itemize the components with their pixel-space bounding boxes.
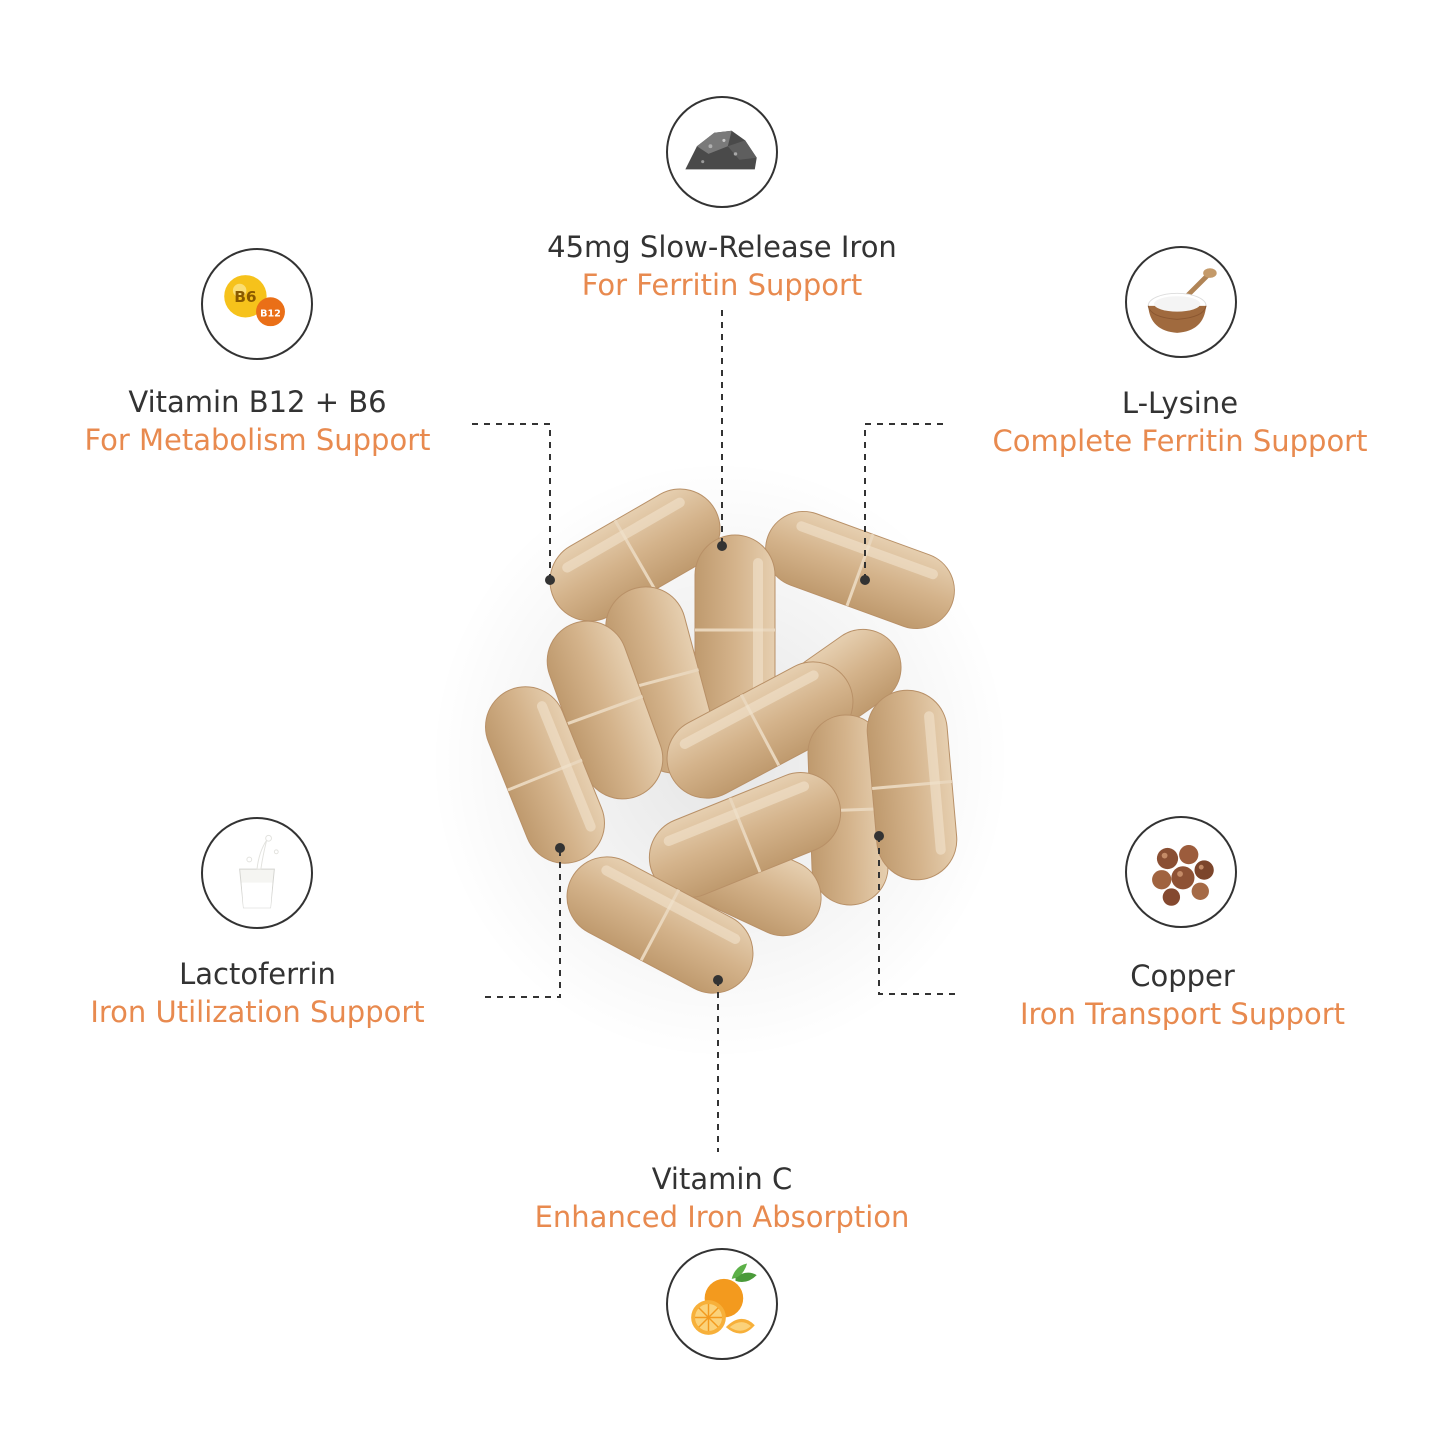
ingredient-name: Vitamin C: [651, 1162, 793, 1196]
ingredient-benefit: Complete Ferritin Support: [992, 424, 1368, 458]
orange-icon: [666, 1248, 778, 1360]
connector-dot: [717, 541, 727, 551]
vitamin-b-capsules-icon: B6 B12: [201, 248, 313, 360]
ingredient-benefit: Iron Transport Support: [1019, 997, 1346, 1031]
milk-glass-icon: [201, 817, 313, 929]
ingredient-benefit: Enhanced Iron Absorption: [534, 1200, 910, 1234]
ingredient-name: Lactoferrin: [179, 957, 336, 991]
ingredient-vitamin-c: Vitamin C Enhanced Iron Absorption: [472, 1160, 972, 1236]
connector-lines: [472, 310, 955, 1152]
connector-vitamin-b: [472, 423, 551, 580]
iron-stone-icon: [666, 96, 778, 208]
ingredient-vitamin-b: Vitamin B12 + B6 For Metabolism Support: [30, 383, 485, 459]
icon-label-b6: B6: [234, 288, 256, 306]
ingredient-lactoferrin: Lactoferrin Iron Utilization Support: [30, 955, 485, 1031]
connector-copper: [878, 836, 955, 995]
ingredient-name: 45mg Slow-Release Iron: [547, 230, 897, 264]
ingredient-name: Copper: [1130, 959, 1235, 993]
ingredient-iron: 45mg Slow-Release Iron For Ferritin Supp…: [472, 228, 972, 304]
capsule: [566, 856, 754, 994]
capsule: [765, 510, 955, 630]
capsule: [485, 686, 605, 864]
ingredient-benefit: For Metabolism Support: [84, 423, 431, 457]
connector-lysine: [864, 423, 943, 580]
ingredient-lysine: L-Lysine Complete Ferritin Support: [950, 384, 1410, 460]
ingredient-name: L-Lysine: [1121, 386, 1239, 420]
capsule: [546, 620, 664, 800]
capsule: [866, 689, 958, 881]
ingredient-benefit: For Ferritin Support: [581, 268, 863, 302]
capsule: [666, 661, 854, 799]
connector-dots: [545, 541, 884, 985]
connector-dot: [860, 575, 870, 585]
ingredient-name: Vitamin B12 + B6: [128, 385, 387, 419]
connector-dot: [555, 843, 565, 853]
ingredient-copper: Copper Iron Transport Support: [960, 957, 1405, 1033]
ingredient-benefit: Iron Utilization Support: [90, 995, 425, 1029]
capsule: [549, 488, 721, 622]
capsule: [648, 772, 842, 898]
connector-dot: [545, 575, 555, 585]
powder-bowl-icon: [1125, 246, 1237, 358]
connector-dot: [713, 975, 723, 985]
copper-nuggets-icon: [1125, 816, 1237, 928]
icon-label-b12: B12: [260, 309, 281, 320]
connector-lactoferrin: [485, 848, 561, 998]
connector-dot: [874, 831, 884, 841]
